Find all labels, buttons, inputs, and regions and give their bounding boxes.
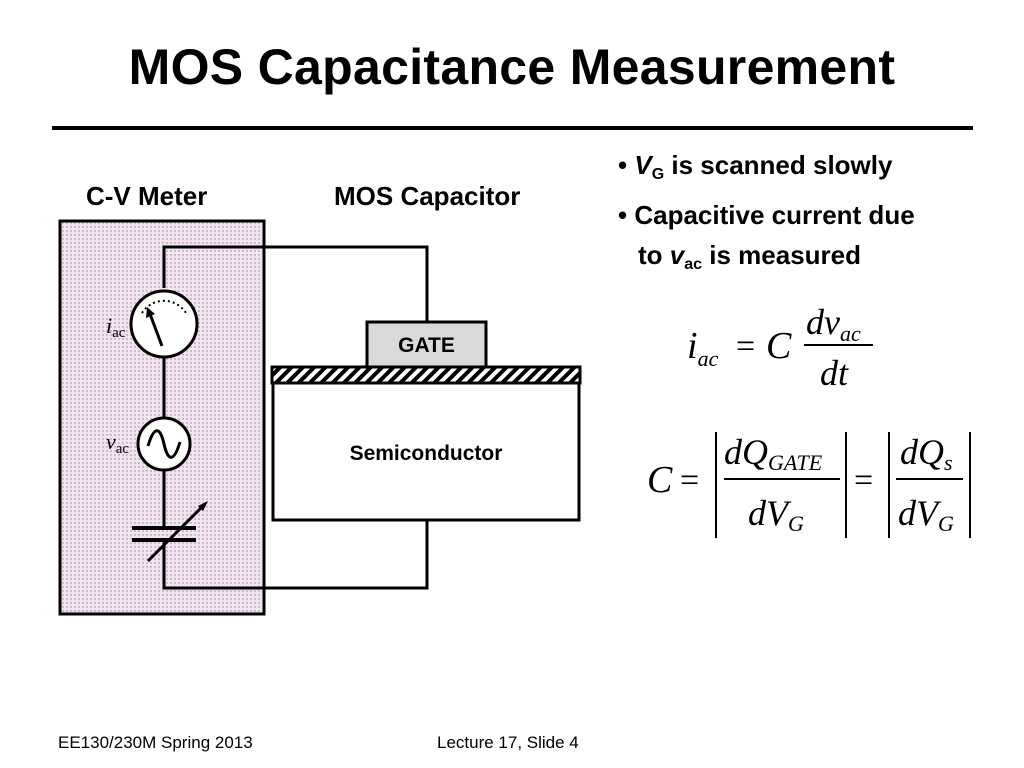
cv-meter-label: C-V Meter — [86, 181, 208, 211]
semiconductor-body — [271, 381, 581, 522]
ac-source-icon — [136, 416, 192, 472]
gate-electrode — [365, 320, 488, 369]
current-equation: iac = C dvac dt — [687, 302, 873, 393]
capacitance-equation: C = dQGATE dVG = dQs dVG — [647, 432, 971, 538]
footer-course: EE130/230M Spring 2013 — [58, 733, 253, 752]
svg-text:C: C — [766, 325, 792, 367]
svg-text:=: = — [854, 462, 873, 499]
equations: iac = C dvac dt C = dQGATE dVG = dQs dVG — [647, 302, 971, 538]
circuit-diagram: iac vac GATE Semiconductor — [58, 219, 582, 616]
bottom-wire — [162, 520, 429, 590]
ammeter-label: iac — [106, 313, 126, 341]
svg-text:dVG: dVG — [898, 493, 954, 536]
svg-text:dt: dt — [820, 353, 849, 393]
svg-text:dvac: dvac — [806, 302, 861, 346]
svg-text:=: = — [736, 328, 755, 365]
top-wire — [162, 245, 429, 322]
svg-text:dQs: dQs — [900, 432, 953, 475]
semiconductor-label: Semiconductor — [350, 442, 503, 465]
svg-text:C: C — [647, 459, 673, 501]
svg-text:dQGATE: dQGATE — [724, 432, 823, 475]
source-label: vac — [106, 429, 129, 457]
title-divider — [52, 126, 973, 130]
oxide-layer — [270, 365, 582, 385]
bullet-list: • VG is scanned slowly • Capacitive curr… — [618, 145, 915, 275]
ammeter-icon — [129, 289, 199, 359]
svg-text:iac: iac — [687, 325, 719, 371]
svg-text:=: = — [680, 462, 699, 499]
mos-capacitor-label: MOS Capacitor — [334, 181, 521, 211]
svg-text:dVG: dVG — [748, 493, 804, 536]
gate-label: GATE — [398, 334, 455, 357]
footer-slide-ref: Lecture 17, Slide 4 — [437, 733, 579, 752]
bullet-item-1: • VG is scanned slowly — [618, 150, 893, 183]
bullet-item-2: • Capacitive current due to vac is measu… — [618, 200, 915, 273]
slide-title: MOS Capacitance Measurement — [128, 39, 896, 95]
variable-capacitor-icon — [132, 501, 208, 563]
